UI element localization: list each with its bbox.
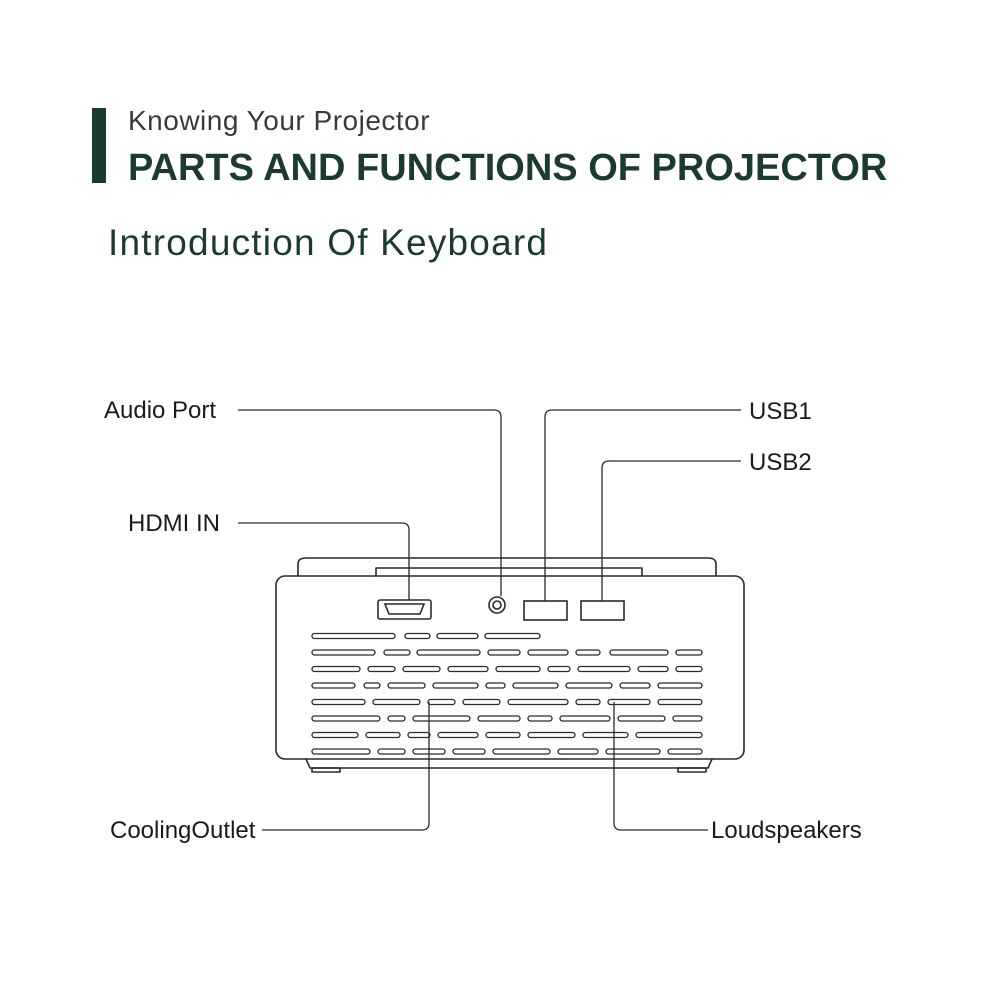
vent-slot (657, 698, 703, 706)
vent-slot (387, 682, 426, 689)
page-title: PARTS AND FUNCTIONS OF PROJECTOR (128, 147, 888, 189)
vent-slot (657, 682, 703, 689)
vent-slot (512, 682, 559, 689)
vent-slot (487, 649, 521, 656)
page-subtitle: Knowing Your Projector (128, 105, 431, 136)
vent-slot (565, 682, 613, 689)
vent-slot (527, 715, 553, 722)
vent-slot (675, 665, 703, 673)
label-audio-port: Audio Port (104, 397, 216, 424)
vent-slot (582, 731, 629, 739)
vent-slot (619, 682, 651, 689)
vent-slot (436, 632, 479, 640)
vent-slot (575, 698, 601, 706)
vent-slot (311, 731, 359, 739)
audio-port-icon (488, 596, 506, 614)
label-hdmi-in: HDMI IN (128, 510, 220, 537)
vent-slot (452, 748, 486, 755)
label-usb2: USB2 (749, 449, 812, 476)
hdmi-port-icon (377, 599, 432, 620)
vent-slot (675, 649, 703, 656)
hdmi-leader (238, 522, 410, 600)
vent-slot (617, 715, 666, 722)
vent-slot (311, 665, 361, 673)
vent-slot (637, 665, 669, 673)
vent-slot (605, 748, 661, 755)
vent-slot (311, 682, 356, 689)
vent-slot (311, 649, 376, 656)
vent-slot (462, 698, 501, 706)
vent-slot (635, 731, 703, 739)
vent-slot (609, 649, 669, 656)
vent-slot (383, 649, 411, 656)
projector-base (305, 758, 713, 769)
vent-slot (402, 665, 441, 673)
vent-slot (667, 748, 703, 755)
cooling-vent-grille (311, 632, 703, 755)
vent-slot (575, 649, 601, 656)
usb2-port-icon (580, 600, 625, 621)
vent-slot (547, 665, 571, 673)
vent-slot (557, 748, 599, 755)
vent-slot (559, 715, 611, 722)
vent-slot (372, 698, 421, 706)
usb1-port-icon (523, 600, 568, 621)
label-loudspeakers: Loudspeakers (711, 817, 862, 844)
vent-slot (437, 731, 479, 739)
vent-slot (311, 715, 381, 722)
vent-slot (407, 731, 431, 739)
vent-slot (367, 665, 396, 673)
vent-slot (311, 698, 366, 706)
projector-top-slot (375, 567, 643, 577)
projector-top-lid (297, 557, 717, 577)
vent-slot (412, 715, 471, 722)
vent-slot (427, 698, 456, 706)
vent-slot (484, 632, 541, 640)
section-title: Introduction Of Keyboard (108, 222, 549, 263)
vent-slot (527, 649, 569, 656)
vent-slot (507, 698, 569, 706)
usb2-leader (601, 460, 741, 601)
usb1-leader (544, 409, 741, 601)
label-cooling-outlet: CoolingOutlet (110, 817, 256, 844)
vent-slot (432, 682, 479, 689)
vent-slot (365, 731, 401, 739)
label-usb1: USB1 (749, 398, 812, 425)
vent-slot (485, 731, 521, 739)
audio-port-leader (238, 409, 502, 596)
vent-slot (527, 731, 576, 739)
vent-slot (447, 665, 489, 673)
vent-slot (485, 682, 506, 689)
vent-slot (363, 682, 381, 689)
vent-slot (377, 748, 406, 755)
vent-slot (577, 665, 631, 673)
vent-slot (672, 715, 703, 722)
vent-slot (404, 632, 431, 640)
loudspeakers-leader (613, 702, 708, 831)
vent-slot (311, 748, 371, 755)
vent-slot (311, 632, 396, 640)
vent-slot (495, 665, 541, 673)
vent-slot (492, 748, 551, 755)
projector-body (275, 575, 745, 760)
vent-slot (387, 715, 406, 722)
title-accent-bar (92, 108, 106, 183)
cooling-outlet-leader (262, 702, 430, 831)
vent-slot (607, 698, 651, 706)
vent-slot (477, 715, 521, 722)
vent-slot (416, 649, 481, 656)
